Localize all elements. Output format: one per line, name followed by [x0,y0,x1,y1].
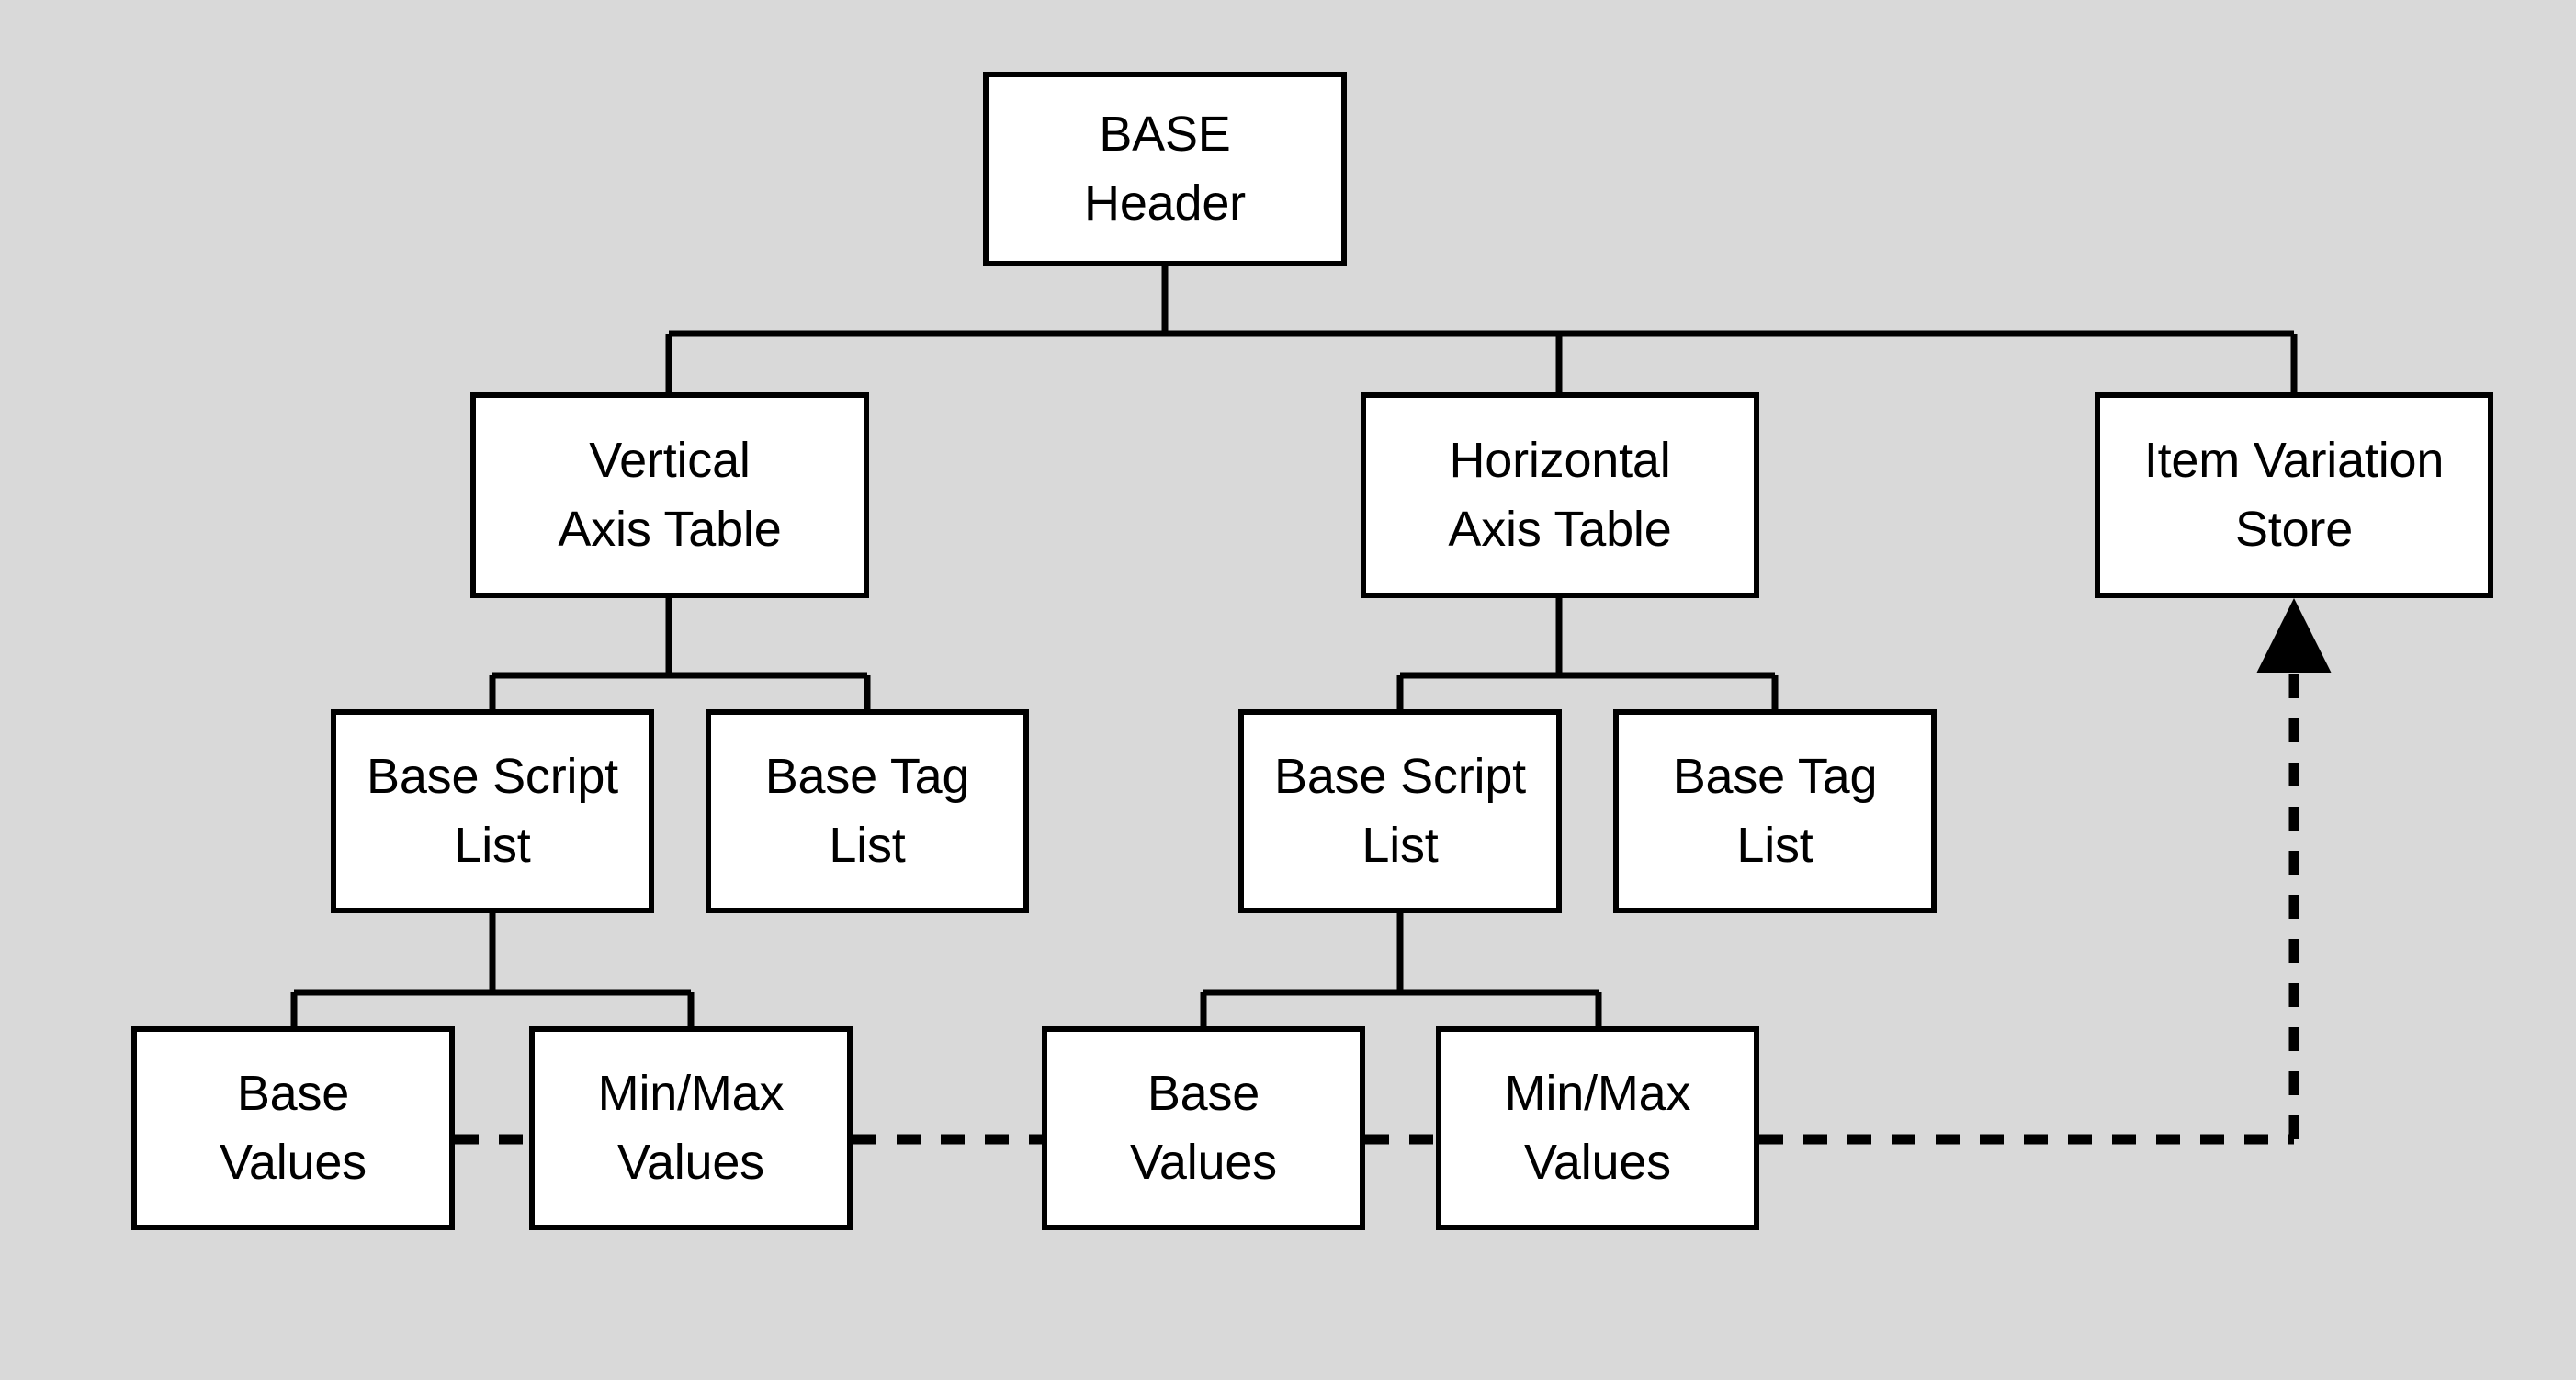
node-base-tag-list-vertical[interactable]: Base Tag List [706,709,1029,913]
node-base-header[interactable]: BASE Header [983,72,1347,266]
node-min-max-values-vertical-line1: Min/Max [597,1066,785,1122]
node-base-values-vertical-line2: Values [220,1135,367,1190]
node-vertical-axis-table-line1: Vertical [589,433,751,489]
node-item-variation-store-line1: Item Variation [2143,433,2445,489]
node-base-script-list-horizontal[interactable]: Base Script List [1238,709,1562,913]
arrowheads [2256,598,2332,673]
node-base-tag-list-horizontal-line2: List [1736,818,1813,873]
node-horizontal-axis-table-line1: Horizontal [1449,433,1671,489]
node-base-script-list-horizontal-line2: List [1361,818,1439,873]
node-base-tag-list-vertical-line2: List [829,818,906,873]
node-base-values-horizontal[interactable]: Base Values [1042,1026,1365,1230]
node-base-values-vertical-line1: Base [236,1066,350,1122]
arrow-to-item-variation-store-icon [2256,598,2332,673]
node-min-max-values-vertical[interactable]: Min/Max Values [529,1026,853,1230]
node-min-max-values-horizontal-line2: Values [1524,1135,1671,1190]
node-min-max-values-horizontal-line1: Min/Max [1504,1066,1691,1122]
node-min-max-values-horizontal[interactable]: Min/Max Values [1436,1026,1759,1230]
node-horizontal-axis-table[interactable]: Horizontal Axis Table [1361,392,1759,598]
node-base-tag-list-vertical-line1: Base Tag [764,749,970,805]
node-base-script-list-vertical[interactable]: Base Script List [331,709,654,913]
dashed-connectors [455,643,2299,1145]
node-base-values-horizontal-line2: Values [1130,1135,1277,1190]
node-base-script-list-vertical-line2: List [454,818,531,873]
node-base-script-list-horizontal-line1: Base Script [1274,749,1526,805]
node-vertical-axis-table-line2: Axis Table [558,502,782,557]
node-base-values-horizontal-line1: Base [1147,1066,1260,1122]
node-base-tag-list-horizontal-line1: Base Tag [1672,749,1878,805]
node-item-variation-store-line2: Store [2234,502,2354,557]
node-base-script-list-vertical-line1: Base Script [367,749,618,805]
node-item-variation-store[interactable]: Item Variation Store [2095,392,2493,598]
node-vertical-axis-table[interactable]: Vertical Axis Table [470,392,869,598]
node-base-header-line2: Header [1084,175,1246,231]
solid-connectors [290,266,2298,1026]
node-horizontal-axis-table-line2: Axis Table [1448,502,1672,557]
node-base-tag-list-horizontal[interactable]: Base Tag List [1613,709,1937,913]
node-base-values-vertical[interactable]: Base Values [131,1026,455,1230]
node-min-max-values-vertical-line2: Values [617,1135,764,1190]
node-base-header-line1: BASE [1099,107,1231,163]
